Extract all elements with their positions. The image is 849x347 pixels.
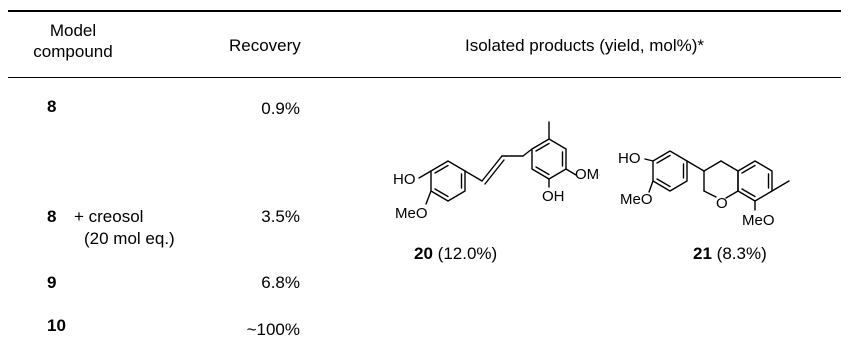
row-1-compound: 8 (47, 97, 57, 116)
row-2-additive-line1: + creosol (74, 207, 144, 226)
product-20-number: 20 (414, 244, 433, 263)
product-21-yield: (8.3%) (716, 244, 767, 263)
structure-21-label-ho: HO (618, 150, 641, 167)
structure-20-label-meo: MeO (395, 205, 428, 222)
row-3-compound: 9 (47, 273, 57, 292)
row-3-recovery: 6.8% (261, 273, 300, 292)
product-20-caption: 20 (12.0%) (414, 244, 497, 264)
header-products: Isolated products (yield, mol%)* (465, 36, 705, 55)
structure-21-label-o: O (716, 195, 728, 212)
structure-21-label-meo-1: MeO (620, 191, 653, 208)
header-model-compound: Model compound (12, 20, 134, 62)
row-1-recovery: 0.9% (261, 99, 300, 118)
row-2-compound: 8 (47, 207, 57, 226)
structure-21: HO MeO O MeO (618, 150, 790, 229)
structure-20-label-ome: OMe (575, 166, 600, 183)
product-21-caption: 21 (8.3%) (693, 244, 767, 264)
row-2-additive-line2: (20 mol eq.) (84, 229, 175, 248)
structure-20: HO MeO OMe OH (393, 121, 600, 222)
row-2-recovery: 3.5% (261, 207, 300, 226)
structure-20-label-ho: HO (393, 171, 416, 188)
row-4-recovery: ~100% (246, 320, 300, 339)
header-model-line1: Model (49, 21, 97, 40)
structure-21-label-meo-2: MeO (742, 212, 775, 229)
header-recovery: Recovery (229, 36, 301, 55)
product-20-yield: (12.0%) (437, 244, 498, 263)
product-21-number: 21 (693, 244, 712, 263)
header-model-line2: compound (33, 42, 113, 61)
top-rule (8, 10, 841, 12)
row-4-compound: 10 (47, 316, 66, 335)
structure-20-label-oh: OH (542, 188, 565, 205)
header-rule (8, 77, 841, 78)
